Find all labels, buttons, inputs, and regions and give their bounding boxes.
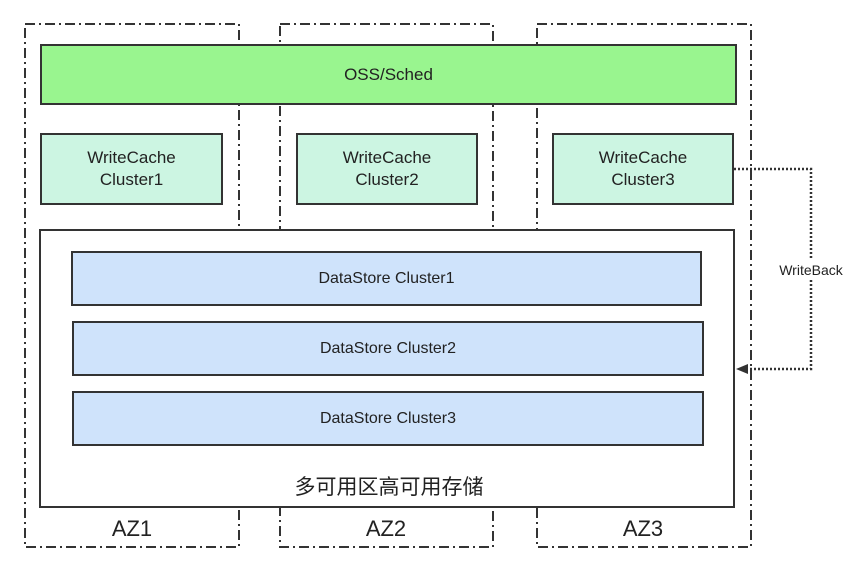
- datastore-cluster3-box: DataStore Cluster3: [72, 391, 704, 446]
- writeback-label: WriteBack: [769, 260, 853, 280]
- oss-sched-label: OSS/Sched: [344, 64, 433, 84]
- writecache-cluster1-line2: Cluster1: [99, 170, 164, 189]
- datastore-cluster1-label: DataStore Cluster1: [318, 269, 455, 287]
- writecache-cluster1-line1: WriteCache: [87, 148, 176, 167]
- az2-label: AZ2: [365, 516, 407, 541]
- az3-zone-frame: [536, 23, 752, 548]
- writecache-cluster1-box: WriteCache Cluster1: [40, 133, 223, 205]
- writecache-cluster2-line1: WriteCache: [342, 148, 432, 167]
- az3-label: AZ3: [622, 516, 664, 541]
- storage-caption: 多可用区高可用存储: [294, 475, 484, 499]
- datastore-cluster1-box: DataStore Cluster1: [71, 251, 702, 306]
- writecache-cluster3-line2: Cluster3: [611, 170, 675, 189]
- writecache-cluster3-box: WriteCache Cluster3: [552, 133, 734, 205]
- datastore-cluster2-label: DataStore Cluster2: [319, 339, 457, 357]
- oss-sched-box: OSS/Sched: [40, 44, 737, 105]
- writecache-cluster2-line2: Cluster2: [355, 170, 419, 189]
- writeback-arrowhead: [736, 364, 748, 374]
- writecache-cluster2-box: WriteCache Cluster2: [296, 133, 478, 205]
- datastore-cluster2-box: DataStore Cluster2: [72, 321, 704, 376]
- az1-label: AZ1: [111, 516, 153, 541]
- datastore-cluster3-label: DataStore Cluster3: [319, 409, 457, 427]
- writecache-cluster3-line1: WriteCache: [598, 148, 688, 167]
